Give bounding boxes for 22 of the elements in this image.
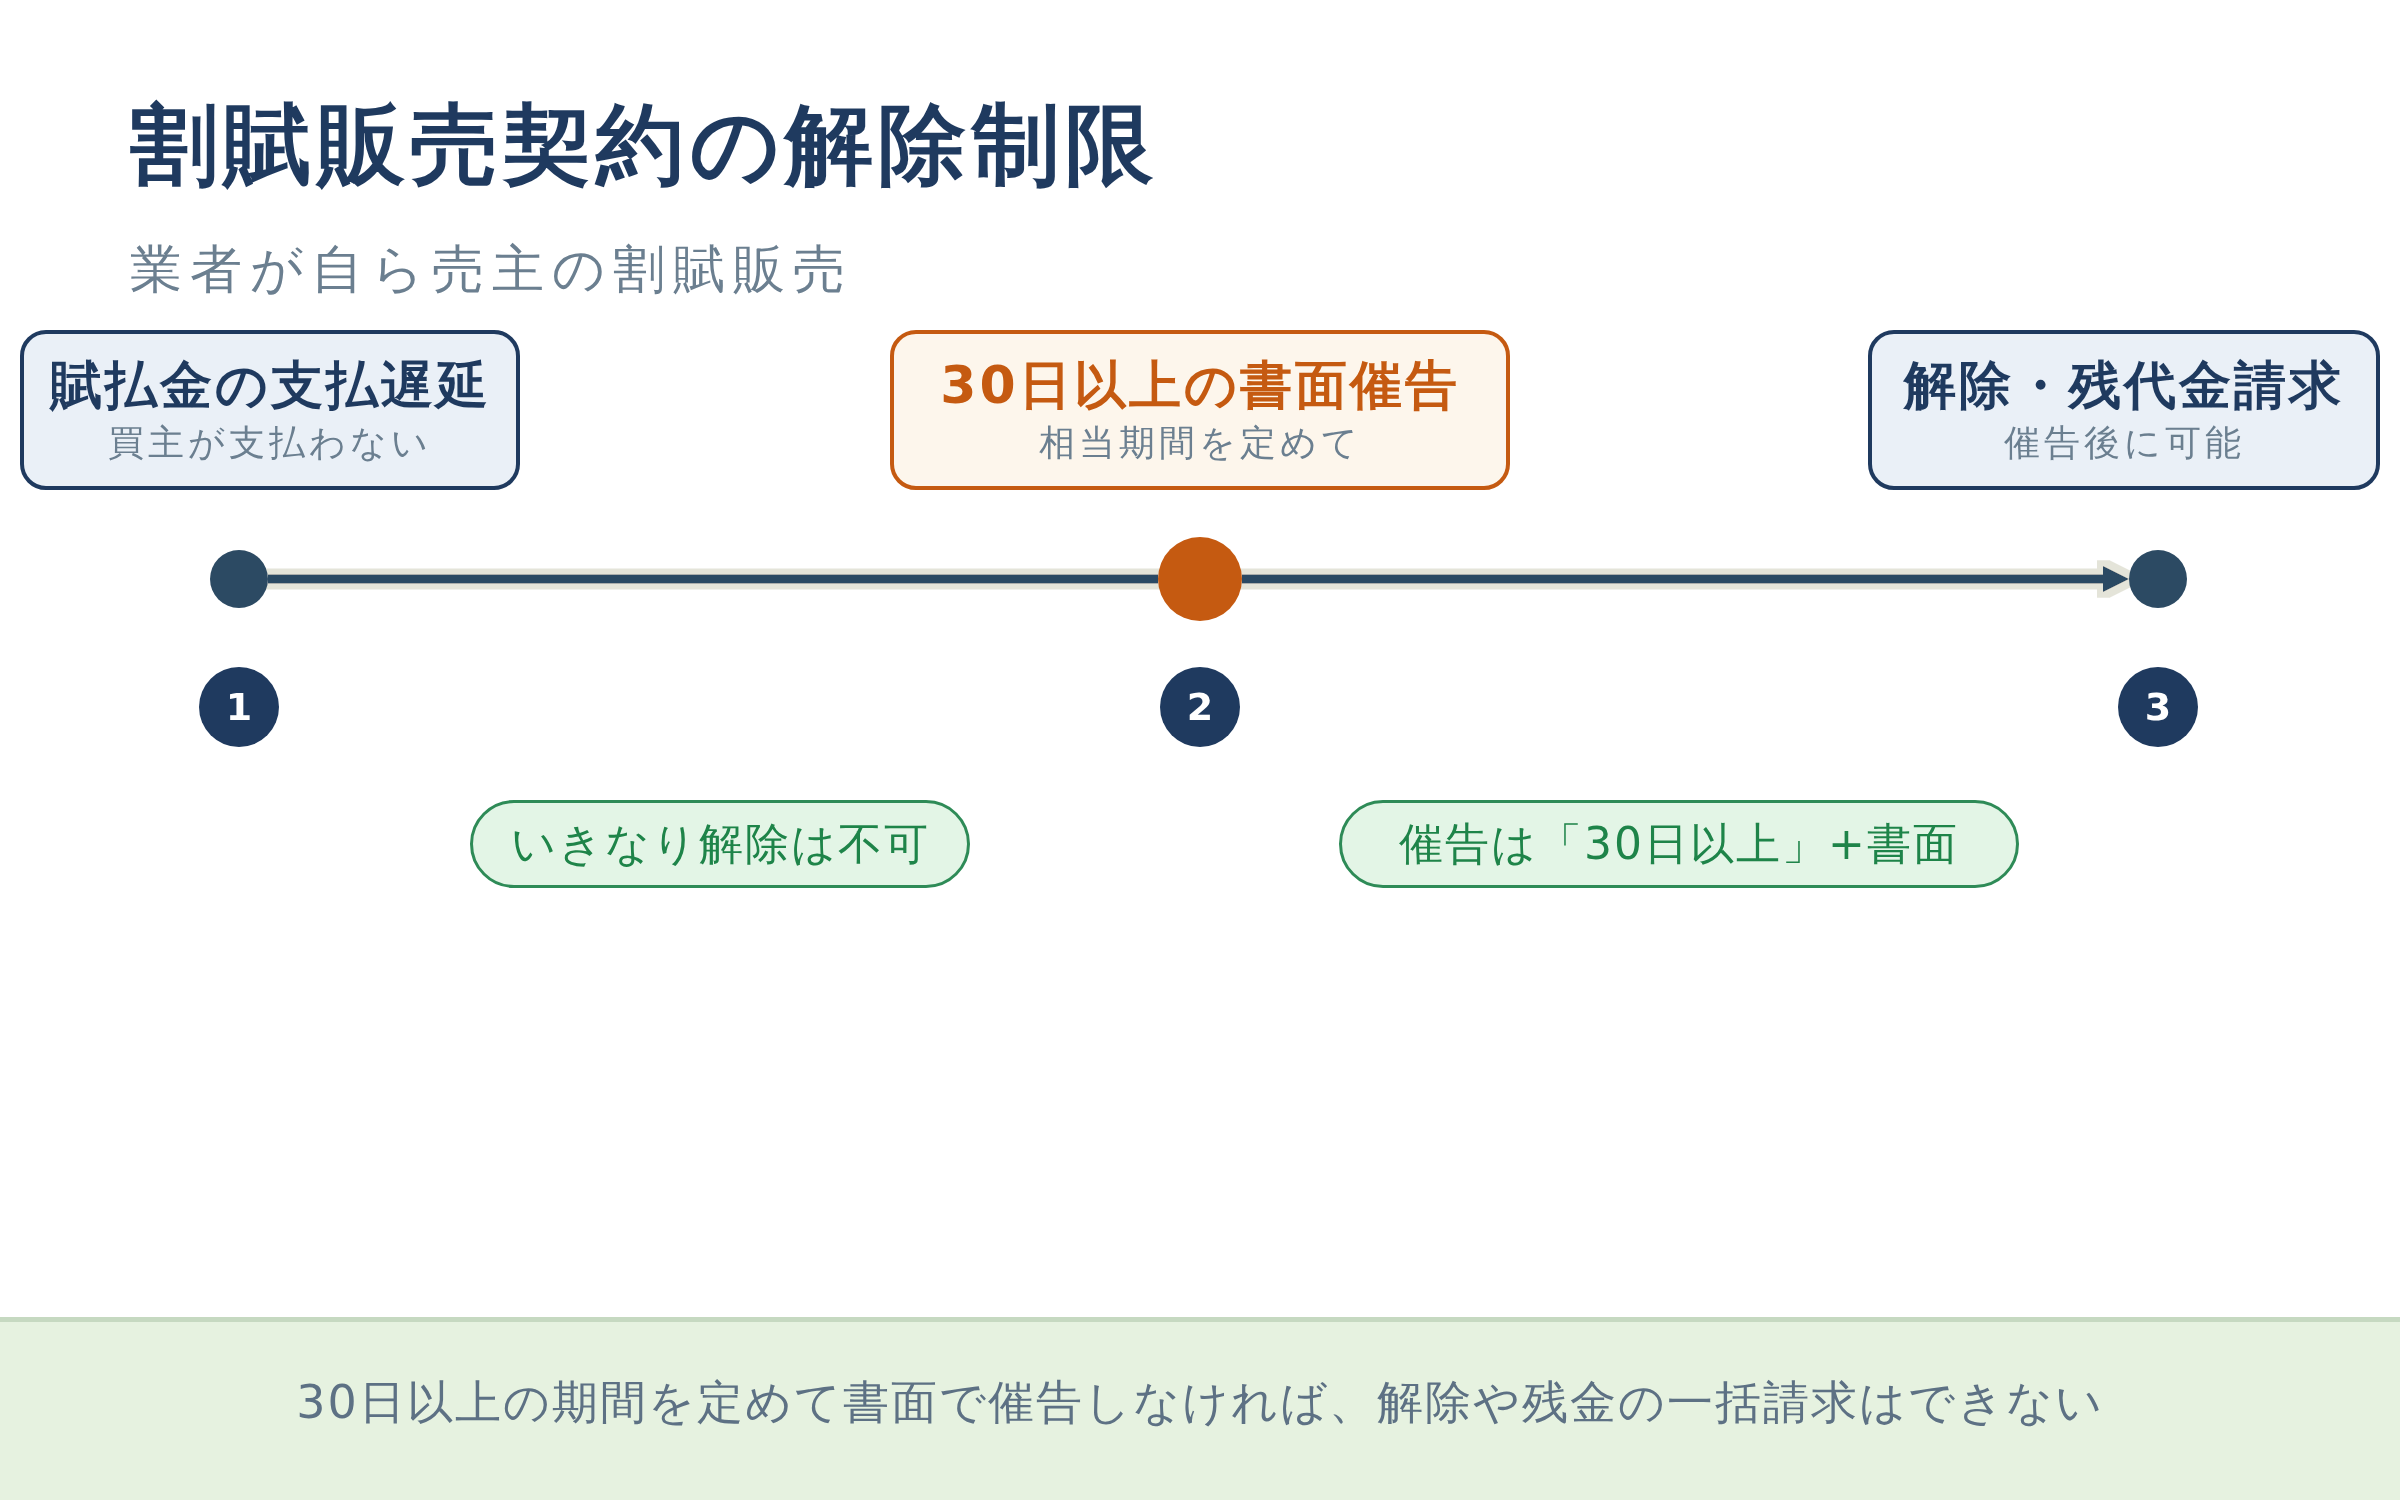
- timeline-line: [268, 574, 1158, 584]
- event-heading: 30日以上の書面催告: [940, 354, 1460, 418]
- timeline-dot: [2129, 550, 2187, 608]
- step-number: 2: [1186, 688, 1214, 726]
- event-description: 催告後に可能: [2003, 421, 2245, 466]
- timeline-line: [1242, 566, 2129, 592]
- diagram-title: 割賦販売契約の解除制限: [130, 92, 1159, 198]
- note-text: いきなり解除は不可: [510, 817, 930, 872]
- subtitle: 業者が自ら売主の割賦販売: [130, 238, 853, 301]
- step-number: 3: [2144, 688, 2172, 726]
- event-description: 相当期間を定めて: [1038, 421, 1362, 466]
- event-heading: 賦払金の支払遅延: [49, 354, 491, 418]
- summary-band: [0, 1317, 2400, 1500]
- summary-text: 30日以上の期間を定めて書面で催告しなければ、解除や残金の一括請求はできない: [296, 1374, 2104, 1432]
- event-box: [1868, 330, 2380, 490]
- event-box: [890, 330, 1510, 490]
- event-box: [20, 330, 520, 490]
- event-description: 買主が支払わない: [108, 421, 432, 466]
- timeline-dot: [210, 550, 268, 608]
- note-text: 催告は「30日以上」+書面: [1399, 817, 1959, 872]
- event-heading: 解除・残代金請求: [1904, 354, 2344, 418]
- step-number: 1: [225, 688, 253, 726]
